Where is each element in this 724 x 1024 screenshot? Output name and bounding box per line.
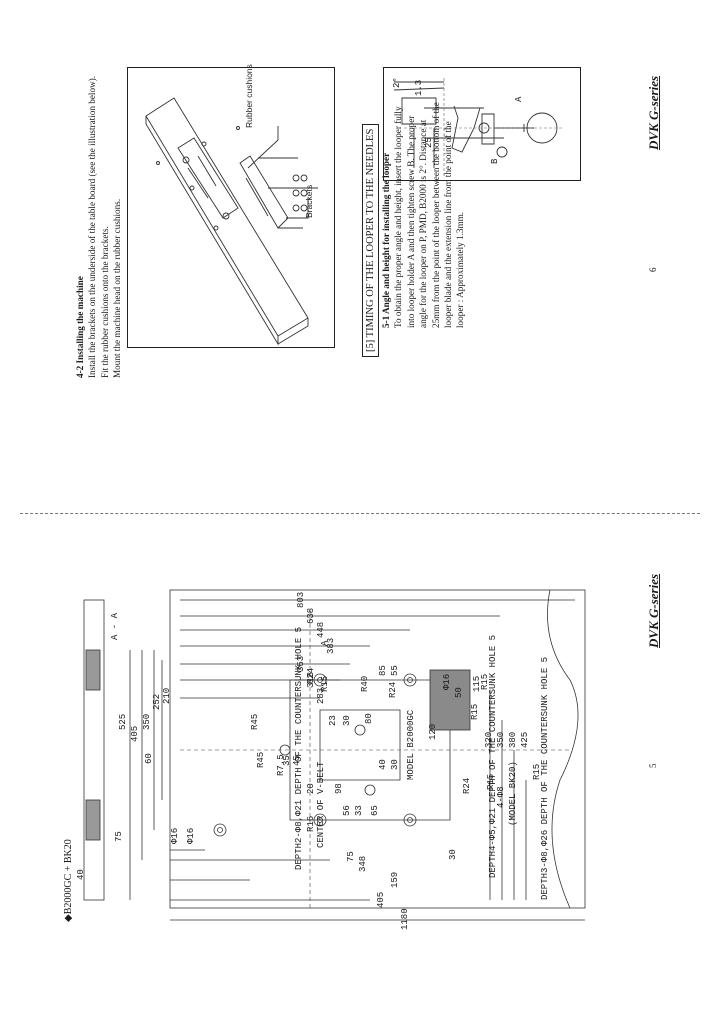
radius-r24-c: R24 [462,777,472,794]
radius-r15-d: R15 [532,763,542,780]
table-dimension-drawing: DEPTH2-Φ8,Φ21 DEPTH OF THE COUNTERSUNK H… [70,580,670,940]
dim-638: 638 [306,607,316,624]
phi16-a: Φ16 [170,827,180,844]
looper-diagram: 2° 1.3 25 A B [383,67,581,181]
dim-65: 65 [370,805,380,816]
dim-30-b: 30 [390,759,400,770]
dim-56: 56 [342,805,352,816]
dim-1180: 1180 [400,908,410,930]
rubber-cushions-label: Rubber cushions [244,64,254,128]
dim-380: 380 [508,731,518,748]
model-b2000gc-label: MODEL B2000GC [406,709,416,780]
dim-320: 320 [484,731,494,748]
page-number-5: 5 [648,763,658,769]
series-mark-top: DVK G-series [646,75,661,150]
radius-r15-e: R15 [480,673,490,690]
note-4phi8: 4-Φ8 [496,786,506,808]
section-mark-aa: A - A [110,612,120,640]
dim-80: 80 [364,713,374,724]
dim-55: 55 [390,665,400,676]
dim-405-h: 405 [376,891,386,908]
dim-353: 353 [296,655,306,672]
dim-350-r: 350 [496,731,506,748]
radius-r40: R40 [360,675,370,692]
looper-drawing [393,78,564,176]
dim-30-c: 30 [448,849,458,860]
page-divider [20,513,700,514]
brackets-label: Brackets [304,184,314,218]
table-board-drawing [145,97,318,346]
note-model-bk20: (MODEL BK20) [508,761,518,826]
dim-45: 45 [292,755,302,766]
dim-50: 50 [454,687,464,698]
dim-20: 20 [306,783,316,794]
dim-30-a: 30 [342,715,352,726]
radius-r15-a: R15 [320,675,330,692]
dim-252: 252 [152,693,162,710]
radius-r24-a: R24 [306,667,316,684]
radius-r45-a: R45 [250,713,260,730]
dim-120: 120 [428,723,438,740]
looper-dim-25: 25 [424,137,434,148]
dim-98: 98 [334,783,344,794]
dim-85: 85 [378,665,388,676]
dim-40-b: 40 [378,759,388,770]
note-center-v-belt: CENTER OF V-BELT [316,761,326,848]
dim-803: 803 [296,591,306,608]
radius-r16: R16 [306,815,316,832]
section-5-title: [5] TIMING OF THE LOOPER TO THE NEEDLES [365,128,376,352]
dim-405-v: 405 [130,725,140,742]
section-4-2-line-1: Install the brackets on the underside of… [87,75,98,378]
dim-75: 75 [346,851,356,862]
dim-159: 159 [390,871,400,888]
section-5-title-box: [5] TIMING OF THE LOOPER TO THE NEEDLES [362,123,379,357]
radius-r24-b: R24 [388,681,398,698]
looper-dim-13: 1.3 [414,79,424,96]
dim-350-v: 350 [142,713,152,730]
dim-383: 383 [326,637,336,654]
radius-r15-c: R15 [486,773,496,790]
radius-r15-b: R15 [470,703,480,720]
dim-60: 60 [144,753,154,764]
series-mark-bottom: DVK G-series [646,573,661,648]
section-4-2-line-2: Fit the rubber cushions onto the bracket… [99,226,110,378]
radius-r7-5: R7.5 [276,754,286,776]
dimension-svg [83,589,586,921]
looper-angle-label: 2° [392,77,402,88]
looper-label-a: A [514,96,524,102]
dim-210: 210 [162,687,172,704]
section-4-2-text: 4-2 Installing the machine Install the b… [74,76,124,378]
phi16-b: Φ16 [186,827,196,844]
radius-r45-b: R45 [256,751,266,768]
dim-425: 425 [520,731,530,748]
dim-40: 40 [76,869,86,880]
note-depth-4phi5: DEPTH4-Φ5,Φ21 DEPTH OF THE COUNTERSUNK H… [488,634,498,878]
installation-illustration: Rubber cushions Brackets [127,64,335,348]
section-4-2-line-3: Mount the machine head on the rubber cus… [112,198,123,378]
looper-label-b: B [490,158,500,164]
phi16-c: Φ16 [442,673,452,690]
dim-23: 23 [328,715,338,726]
section-4-2-heading: 4-2 Installing the machine [75,276,85,378]
dim-348: 348 [358,855,368,872]
dim-33: 33 [354,805,364,816]
page-number-6: 6 [648,267,658,273]
dim-525: 525 [118,713,128,730]
dim-75-v: 75 [114,831,124,842]
dim-448: 448 [316,621,326,638]
